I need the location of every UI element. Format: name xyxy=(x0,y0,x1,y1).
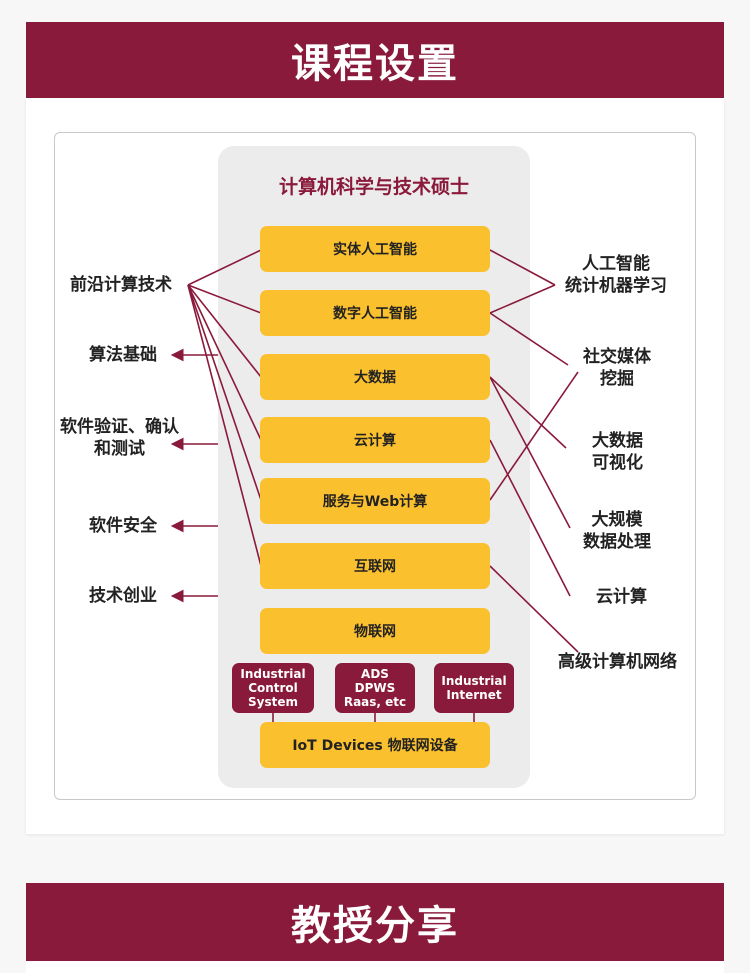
line-frontier-web xyxy=(187,284,262,501)
line-digital-ai-to-social xyxy=(489,312,569,366)
subbox-line: Control xyxy=(248,681,298,695)
course-label: 实体人工智能 xyxy=(333,242,417,258)
line-entity-ai-to-ai xyxy=(489,249,556,286)
line-digital-ai-to-ai xyxy=(489,284,556,314)
subbox-ads-dpws: ADS DPWS Raas, etc xyxy=(335,663,415,713)
label-text: 前沿计算技术 xyxy=(70,275,172,295)
subbox-line: Industrial xyxy=(240,667,306,681)
line-frontier-entity-ai xyxy=(187,249,262,286)
label-text: 人工智能 xyxy=(582,254,650,274)
label-algorithms: 算法基础 xyxy=(89,344,157,366)
label-text: 大规模 xyxy=(591,510,643,530)
label-largescale-processing: 大规模 数据处理 xyxy=(583,509,651,553)
label-advanced-network: 高级计算机网络 xyxy=(558,651,677,673)
course-cloud: 云计算 xyxy=(260,417,490,463)
label-ai: 人工智能 统计机器学习 xyxy=(565,253,667,297)
label-text: 社交媒体 xyxy=(583,347,651,367)
label-text: 统计机器学习 xyxy=(565,276,667,296)
iot-devices-box: IoT Devices 物联网设备 xyxy=(260,722,490,768)
iot-devices-label: IoT Devices 物联网设备 xyxy=(292,738,458,754)
subbox-line: Raas, etc xyxy=(343,695,407,709)
line-frontier-internet xyxy=(187,284,262,567)
course-bigdata: 大数据 xyxy=(260,354,490,400)
subbox-line: ADS xyxy=(361,667,389,681)
subbox-line: DPWS xyxy=(354,681,396,695)
course-label: 互联网 xyxy=(354,559,396,575)
section-banner-course-setup: 课程设置 xyxy=(26,22,724,98)
label-text: 算法基础 xyxy=(89,345,157,365)
label-text: 大数据 xyxy=(592,431,643,451)
course-entity-ai: 实体人工智能 xyxy=(260,226,490,272)
label-text: 云计算 xyxy=(596,587,647,607)
subbox-industrial-control: Industrial Control System xyxy=(232,663,314,713)
subbox-line: System xyxy=(247,695,298,709)
section-banner-professor: 教授分享 xyxy=(26,883,724,961)
section-title: 课程设置 xyxy=(291,41,459,87)
label-bigdata-vis: 大数据 可视化 xyxy=(592,430,643,474)
line-bigdata-to-vis xyxy=(489,376,567,449)
course-label: 大数据 xyxy=(354,370,396,386)
label-cloud-computing: 云计算 xyxy=(596,586,647,608)
subbox-line: Industrial xyxy=(441,674,507,688)
course-label: 数字人工智能 xyxy=(333,306,417,322)
course-digital-ai: 数字人工智能 xyxy=(260,290,490,336)
label-software-security: 软件安全 xyxy=(89,515,157,537)
label-text: 数据处理 xyxy=(583,532,651,552)
degree-title: 计算机科学与技术硕士 xyxy=(278,176,469,198)
course-label: 物联网 xyxy=(354,624,396,640)
course-label: 云计算 xyxy=(354,433,396,449)
course-internet: 互联网 xyxy=(260,543,490,589)
line-cloud-to-cloud xyxy=(489,439,571,597)
label-text: 挖掘 xyxy=(600,369,634,389)
course-web-services: 服务与Web计算 xyxy=(260,478,490,524)
line-frontier-cloud xyxy=(187,284,262,441)
label-text: 技术创业 xyxy=(89,586,157,606)
label-text: 软件安全 xyxy=(89,516,157,536)
label-frontier-computing: 前沿计算技术 xyxy=(70,274,172,296)
label-entrepreneurship: 技术创业 xyxy=(89,585,157,607)
course-label: 服务与Web计算 xyxy=(322,494,428,510)
section-title: 教授分享 xyxy=(291,903,459,949)
label-text: 高级计算机网络 xyxy=(558,652,677,672)
line-frontier-bigdata xyxy=(187,284,262,378)
label-text: 可视化 xyxy=(592,453,643,473)
label-text: 和测试 xyxy=(94,439,145,459)
label-social-media: 社交媒体 挖掘 xyxy=(583,346,651,390)
line-bigdata-to-largescale xyxy=(489,376,571,529)
label-software-verify: 软件验证、确认 和测试 xyxy=(60,416,179,460)
line-web-to-social xyxy=(489,371,579,501)
label-text: 软件验证、确认 xyxy=(60,417,179,437)
subbox-industrial-internet: Industrial Internet xyxy=(434,663,514,713)
line-frontier-digital-ai xyxy=(187,284,262,314)
card-bottom-edge xyxy=(26,961,724,973)
course-iot: 物联网 xyxy=(260,608,490,654)
subbox-line: Internet xyxy=(446,688,502,702)
line-internet-to-network xyxy=(489,565,579,653)
